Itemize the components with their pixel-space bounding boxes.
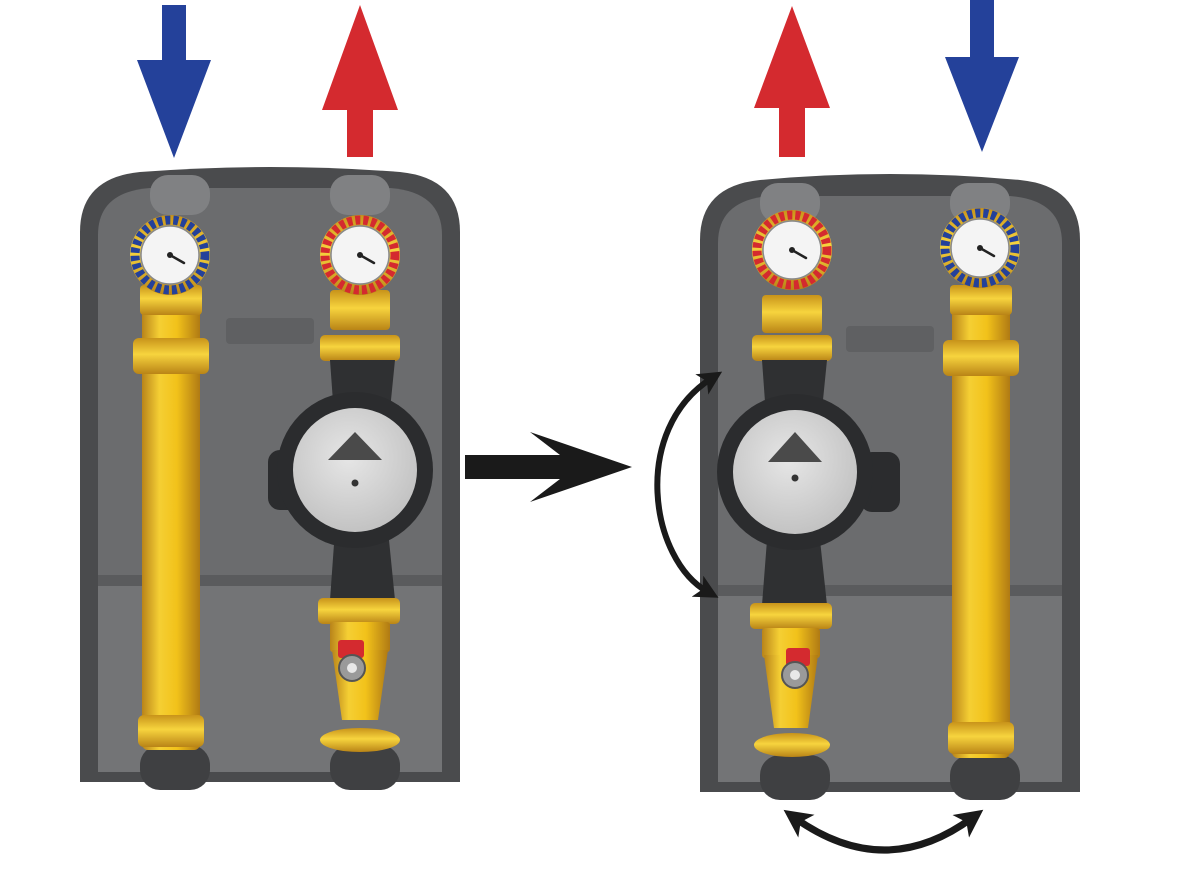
thermometer-gauge-icon (750, 208, 834, 292)
transform-arrow (465, 432, 632, 502)
up-arrow-icon (322, 5, 398, 157)
thermometer-gauge-icon (128, 213, 212, 297)
pump-icon (268, 392, 433, 548)
pump-icon (717, 394, 900, 550)
ball-valve-icon (338, 640, 366, 682)
hot-flow-out-arrow-right-module (754, 6, 830, 157)
hot-flow-out-arrow-left-module (322, 5, 398, 157)
bypass-pipe (133, 285, 209, 750)
pump-station-before (80, 167, 460, 790)
swap-arrow-icon (783, 809, 984, 854)
right-arrow-icon (465, 432, 632, 502)
cold-flow-in-arrow-left-module (137, 5, 211, 158)
pump-station-after (654, 174, 1080, 854)
down-arrow-icon (137, 5, 211, 158)
ball-valve-icon (781, 648, 810, 689)
down-arrow-icon (945, 0, 1019, 152)
cold-flow-in-arrow-right-module (945, 0, 1019, 152)
bypass-pipe (943, 285, 1019, 758)
thermometer-gauge-icon (318, 213, 402, 297)
thermometer-gauge-icon (938, 206, 1022, 290)
curved-double-arrow-icon (654, 371, 723, 598)
up-arrow-icon (754, 6, 830, 157)
